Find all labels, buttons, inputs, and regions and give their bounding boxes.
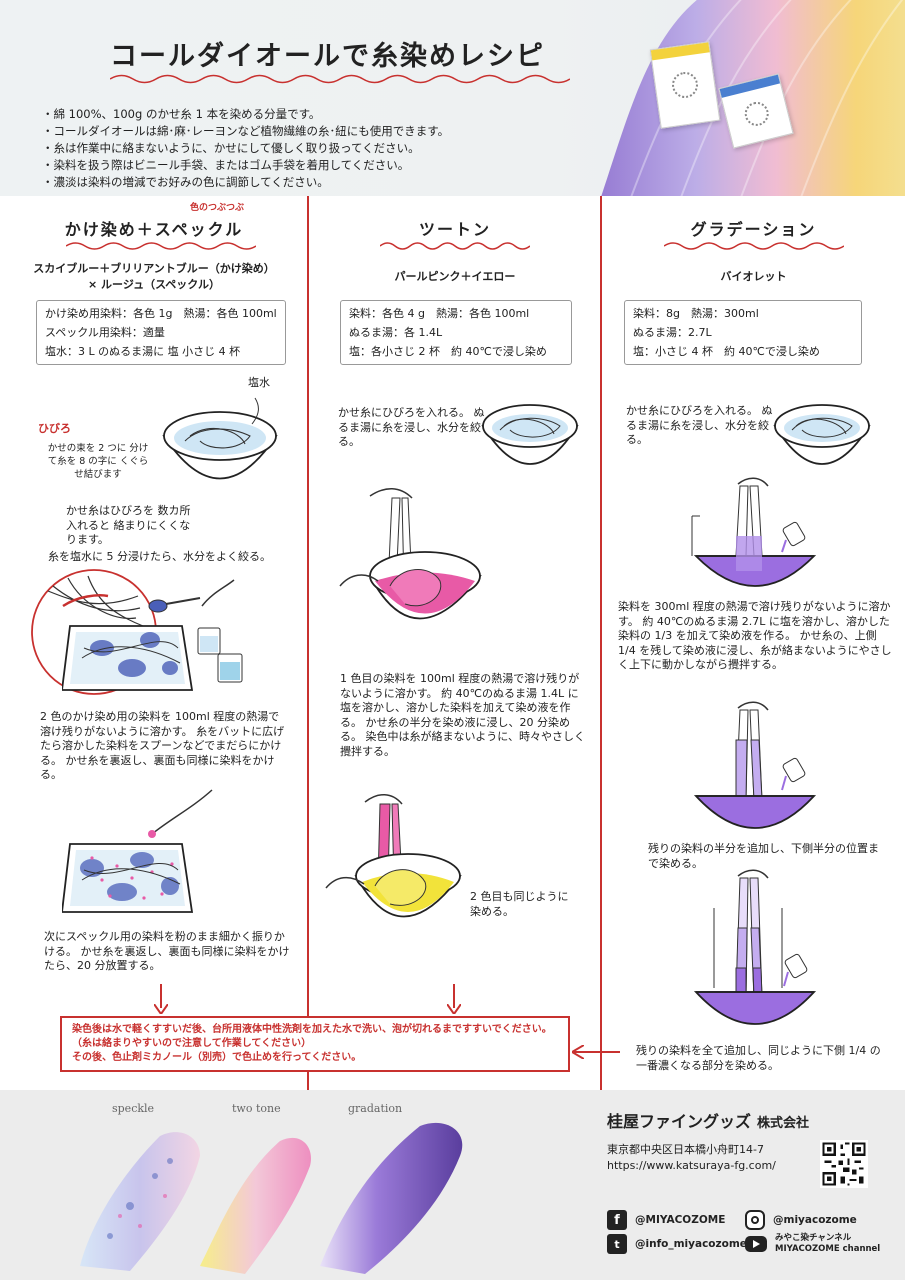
step2-text: 染料を 300ml 程度の熱湯で溶け残りがないように溶かす。 約 40℃のぬるま… <box>618 600 892 671</box>
step2-text: 1 色目の染料を 100ml 程度の熱湯で溶け残りがないように溶かす。 約 40… <box>340 672 585 758</box>
intro-item: 濃淡は染料の増減でお好みの色に調節してください。 <box>42 174 449 191</box>
pink-dye-bowl-illustration <box>339 488 482 620</box>
column-title-wave <box>380 242 530 250</box>
label-hibiro: ひびろ <box>38 422 71 435</box>
youtube-link[interactable]: みやこ染チャンネル MIYACOZOME channel <box>745 1233 880 1255</box>
column-subtitle: 色のつぶつぶ <box>190 203 245 213</box>
facebook-handle: @MIYACOZOME <box>635 1214 726 1226</box>
step4-text: 残りの染料を全て追加し、同じように下側 1/4 の一番濃くなる部分を染める。 <box>636 1044 881 1072</box>
step1-text: 糸を塩水に 5 分浸けたら、水分をよく絞る。 <box>48 550 271 563</box>
instagram-link[interactable]: @miyacozome <box>745 1210 857 1230</box>
step3-text: 2 色目も同じように 染める。 <box>470 890 569 918</box>
column-title: ツートン <box>418 220 491 239</box>
facebook-link[interactable]: f @MIYACOZOME <box>607 1210 725 1230</box>
twitter-handle: @info_miyacozome <box>635 1238 747 1250</box>
qr-code[interactable] <box>820 1140 868 1188</box>
recipe-box: 染料：8g 熱湯：300ml ぬるま湯：2.7L 塩：小さじ 4 杯 約 40℃… <box>624 300 862 365</box>
youtube-label-en: MIYACOZOME channel <box>775 1244 881 1254</box>
step3-text: 次にスペックル用の染料を粉のまま細かく振りかける。 かせ糸を裏返し、裏面も同様に… <box>44 930 290 972</box>
instagram-handle: @miyacozome <box>773 1214 857 1226</box>
arrow-head-col2 <box>447 1004 461 1014</box>
column-title: グラデーション <box>690 220 817 239</box>
tray-dye-illustration <box>62 579 243 691</box>
youtube-label: みやこ染チャンネル MIYACOZOME channel <box>775 1233 880 1255</box>
recipe-line: 染料：8g 熱湯：300ml <box>633 307 759 320</box>
title-underline-wave <box>110 74 570 84</box>
website-link[interactable]: https://www.katsuraya-fg.com/ <box>607 1159 776 1172</box>
intro-item: 綿 100%、100g のかせ糸 1 本を染める分量です。 <box>42 106 449 123</box>
address-text: 東京都中央区日本橋小舟町14-7 <box>607 1143 764 1156</box>
recipe-line: ぬるま湯：各 1.4L <box>349 326 443 339</box>
arrow-col3 <box>574 1051 620 1053</box>
color-name: パールピンク＋イエロー <box>394 270 516 283</box>
intro-item: 染料を扱う際はビニール手袋、またはゴム手袋を着用してください。 <box>42 157 449 174</box>
arrow-col2 <box>453 984 455 1008</box>
twitter-link[interactable]: t @info_miyacozome <box>607 1234 747 1254</box>
sample-yarn-images <box>80 1122 463 1274</box>
hibiro-note: かせ糸はひびろを 数カ所入れると 絡まりにくくなります。 <box>66 504 191 546</box>
recipe-line: スペックル用染料：適量 <box>45 326 165 339</box>
company-name: 桂屋ファイングッズ株式会社 <box>607 1108 809 1132</box>
soak-bowl-illustration <box>773 404 871 465</box>
arrow-col1 <box>160 984 162 1008</box>
recipe-line: 塩：小さじ 4 杯 約 40℃で浸し染め <box>633 345 820 358</box>
column-speckle: 色のつぶつぶ かけ染め＋スペックル スカイブルー＋ブリリアントブルー（かけ染め）… <box>0 196 308 1086</box>
tray-speckle-illustration <box>62 789 213 913</box>
gradation-step2-illustration <box>693 701 817 829</box>
instagram-icon <box>745 1210 765 1230</box>
footer: speckle two tone gradation 桂屋ファイングッズ株式会社… <box>0 1090 905 1280</box>
column-divider-2 <box>600 196 602 1090</box>
company-address: 東京都中央区日本橋小舟町14-7 https://www.katsuraya-f… <box>607 1142 776 1174</box>
column-title: かけ染め＋スペックル <box>64 220 244 239</box>
color-name: バイオレット <box>720 270 787 283</box>
intro-item: 糸は作業中に絡まないように、かせにして優しく取り扱ってください。 <box>42 140 449 157</box>
twitter-icon: t <box>607 1234 627 1254</box>
soak-bowl-illustration <box>481 404 579 465</box>
yellow-dye-bowl-illustration <box>325 794 462 918</box>
notice-line: 染色後は水で軽くすすいだ後、台所用液体中性洗剤を加えた水で洗い、泡が切れるまです… <box>72 1024 552 1049</box>
recipe-line: 塩：各小さじ 2 杯 約 40℃で浸し染め <box>349 345 547 358</box>
label-salt-water: 塩水 <box>248 376 270 389</box>
column-gradation: グラデーション バイオレット 染料：8g 熱湯：300ml ぬるま湯：2.7L … <box>602 196 905 1086</box>
notice-line: その後、色止剤ミカノール（別売）で色止めを行ってください。 <box>72 1052 362 1063</box>
recipe-line: 塩水：3 L のぬるま湯に 塩 小さじ 4 杯 <box>45 345 241 358</box>
sample-label-two-tone: two tone <box>232 1102 281 1115</box>
step1-text: かせ糸にひびろを入れる。 ぬるま湯に糸を浸し、水分を絞る。 <box>338 406 485 448</box>
recipe-box: 染料：各色 4 g 熱湯：各色 100ml ぬるま湯：各 1.4L 塩：各小さじ… <box>340 300 572 365</box>
step3-text: 残りの染料の半分を追加し、下側半分の位置まで染める。 <box>648 842 879 870</box>
rinse-notice: 染色後は水で軽くすすいだ後、台所用液体中性洗剤を加えた水で洗い、泡が切れるまです… <box>60 1016 570 1072</box>
recipe-line: ぬるま湯：2.7L <box>633 326 712 339</box>
column-two-tone: ツートン パールピンク＋イエロー 染料：各色 4 g 熱湯：各色 100ml ぬ… <box>310 196 600 1086</box>
column-divider-1 <box>307 196 309 1090</box>
column-title-wave <box>66 242 256 250</box>
header: コールダイオールで糸染めレシピ 綿 100%、100g のかせ糸 1 本を染める… <box>0 0 905 196</box>
step1-text: かせ糸にひびろを入れる。 ぬるま湯に糸を浸し、水分を絞る。 <box>626 404 773 446</box>
recipe-line: かけ染め用染料：各色 1g 熱湯：各色 100ml <box>45 307 277 320</box>
color-name: × ルージュ（スペックル） <box>88 278 220 291</box>
column-title-wave <box>664 242 844 250</box>
arrow-head-col3 <box>572 1045 584 1059</box>
company-name-suffix: 株式会社 <box>757 1116 810 1131</box>
youtube-icon <box>745 1236 767 1252</box>
intro-list: 綿 100%、100g のかせ糸 1 本を染める分量です。 コールダイオールは綿… <box>42 106 450 191</box>
recipe-box: かけ染め用染料：各色 1g 熱湯：各色 100ml スペックル用染料：適量 塩水… <box>36 300 286 365</box>
youtube-label-jp: みやこ染チャンネル <box>775 1233 852 1243</box>
recipe-line: 染料：各色 4 g 熱湯：各色 100ml <box>349 307 530 320</box>
color-name: スカイブルー＋ブリリアントブルー（かけ染め） <box>33 262 275 275</box>
company-name-main: 桂屋ファイングッズ <box>607 1112 752 1131</box>
arrow-head-col1 <box>154 1004 168 1014</box>
salt-water-bowl-illustration <box>162 397 278 480</box>
gradation-step1-illustration <box>691 477 817 587</box>
hibiro-circle-text: かせの束を 2 つに 分けて糸を 8 の字に くぐらせ結びます <box>47 443 149 480</box>
step2-text: 2 色のかけ染め用の染料を 100ml 程度の熱湯で溶け残りがないように溶かす。… <box>40 710 285 781</box>
sample-label-speckle: speckle <box>112 1102 155 1115</box>
intro-item: コールダイオールは綿･麻･レーヨンなど植物繊維の糸･紐にも使用できます。 <box>42 123 450 140</box>
sample-label-gradation: gradation <box>348 1102 403 1115</box>
facebook-icon: f <box>607 1210 627 1230</box>
gradation-step3-illustration <box>693 869 817 1025</box>
dye-package-1 <box>649 41 721 129</box>
page-title: コールダイオールで糸染めレシピ <box>110 41 545 72</box>
